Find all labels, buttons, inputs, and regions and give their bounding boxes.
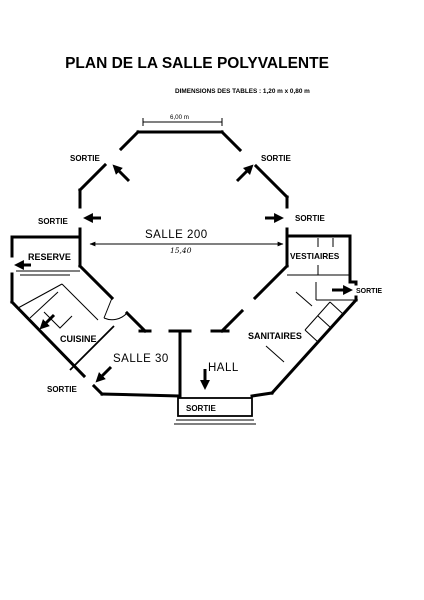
room-labels: SALLE 200 RESERVE VESTIAIRES CUISINE SAL… (28, 229, 340, 374)
outer-wall-lower-left-a (9, 299, 87, 379)
vestiaires-wall-right (348, 234, 358, 286)
reserve-walls (10, 235, 82, 304)
exit-main-entrance-label: SORTIE (186, 404, 216, 413)
exit-vestiaires-label: SORTIE (356, 288, 382, 295)
exit-lower-left-label: SORTIE (47, 385, 77, 394)
salle-200-walls (77, 129, 290, 398)
entrance-vestibule (174, 391, 274, 425)
exit-labels: SORTIE SORTIE SORTIE SORTIE SORTIE SORTI… (38, 154, 382, 413)
sanitaires-partition (295, 291, 313, 307)
wall-lower-left-b (124, 310, 148, 334)
cuisine-partition-top (17, 283, 63, 309)
page-title: PLAN DE LA SALLE POLYVALENTE (65, 55, 329, 72)
cuisine-inner-box (43, 311, 73, 329)
room-sanitaires-label: SANITAIRES (248, 331, 302, 341)
cuisine-salle-30-partition (69, 325, 115, 371)
top-wall-dimension: 6,00 m (142, 114, 223, 126)
wall-lower-right-b (219, 308, 245, 334)
arrow-upper-left-icon (112, 164, 131, 183)
sanitaires-stall-front (304, 301, 331, 331)
sanitaires-partition-lower (265, 345, 285, 363)
wall-lower-right-a (252, 263, 290, 301)
exit-left-label: SORTIE (38, 217, 68, 226)
cuisine-door-leaf (103, 297, 113, 319)
room-hall-label: HALL (208, 362, 239, 374)
wall-upper-left-b (77, 162, 108, 193)
exit-arrows (14, 164, 353, 390)
outer-wall-bottom-left (100, 392, 180, 398)
cuisine-counter (29, 291, 59, 319)
room-reserve-label: RESERVE (28, 252, 71, 262)
sanitaires-stall-3 (304, 329, 319, 343)
cuisine-door-swing (103, 312, 128, 321)
cuisine-partition-inner (61, 283, 99, 321)
exit-right-label: SORTIE (295, 214, 325, 223)
sanitaires-stall-1 (329, 301, 344, 315)
right-wing-walls (265, 234, 359, 396)
table-dimensions-note: DIMENSIONS DES TABLES : 1,20 m x 0,80 m (175, 88, 310, 95)
entrance-box (177, 397, 253, 417)
sanitaires-stall-2 (317, 315, 332, 329)
arrow-upper-right-icon (235, 164, 254, 183)
room-cuisine-label: CUISINE (60, 334, 97, 344)
salle-200-width-value: 15,40 (170, 246, 192, 255)
exit-upper-right-label: SORTIE (261, 154, 291, 163)
lower-left-wing-walls (9, 283, 180, 398)
wall-upper-right-a (219, 129, 243, 153)
top-wall-length: 6,00 m (170, 114, 189, 121)
exit-upper-left-label: SORTIE (70, 154, 100, 163)
outer-wall-lower-right (269, 297, 359, 396)
room-vestiaires-label: VESTIAIRES (290, 251, 340, 261)
salle-200-width-dimension: 15,40 (89, 241, 284, 255)
arrow-cuisine-icon (39, 313, 56, 330)
room-salle-200-label: SALLE 200 (145, 229, 208, 241)
room-salle-30-label: SALLE 30 (113, 353, 169, 365)
outer-wall-bottom-right (250, 391, 274, 398)
wall-upper-left-a (118, 129, 141, 152)
wall-lower-left-a (77, 263, 115, 301)
wall-upper-right-b (253, 163, 290, 200)
arrow-salle-30-icon (95, 365, 113, 383)
